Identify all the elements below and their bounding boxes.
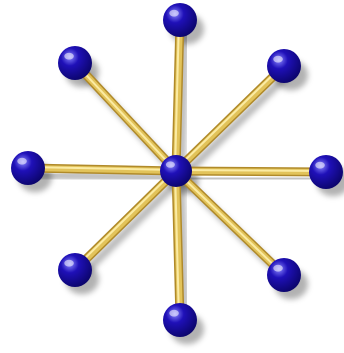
rod-bottom-left-shadow bbox=[80, 178, 181, 277]
rod-top bbox=[175, 19, 180, 171]
sphere-bottom-left bbox=[58, 253, 92, 287]
rod-bottom-left bbox=[74, 170, 176, 270]
rod-right-shadow bbox=[181, 178, 331, 179]
rod-top-right-shadow bbox=[181, 73, 289, 178]
rod-right bbox=[175, 170, 326, 172]
sphere-left bbox=[11, 151, 45, 185]
sphere-center bbox=[160, 155, 192, 187]
rod-top-left bbox=[74, 62, 176, 171]
sphere-top-right bbox=[267, 49, 301, 83]
rod-left bbox=[27, 167, 176, 171]
rod-top-right bbox=[175, 65, 284, 171]
sphere-top bbox=[163, 3, 197, 37]
rod-left-shadow bbox=[33, 175, 181, 178]
rod-bottom bbox=[175, 170, 180, 320]
sphere-right bbox=[309, 155, 343, 189]
sphere-top-left bbox=[58, 46, 92, 80]
sphere-bottom bbox=[163, 303, 197, 337]
sphere-bottom-right bbox=[267, 258, 301, 292]
rod-bottom-right bbox=[175, 170, 284, 275]
